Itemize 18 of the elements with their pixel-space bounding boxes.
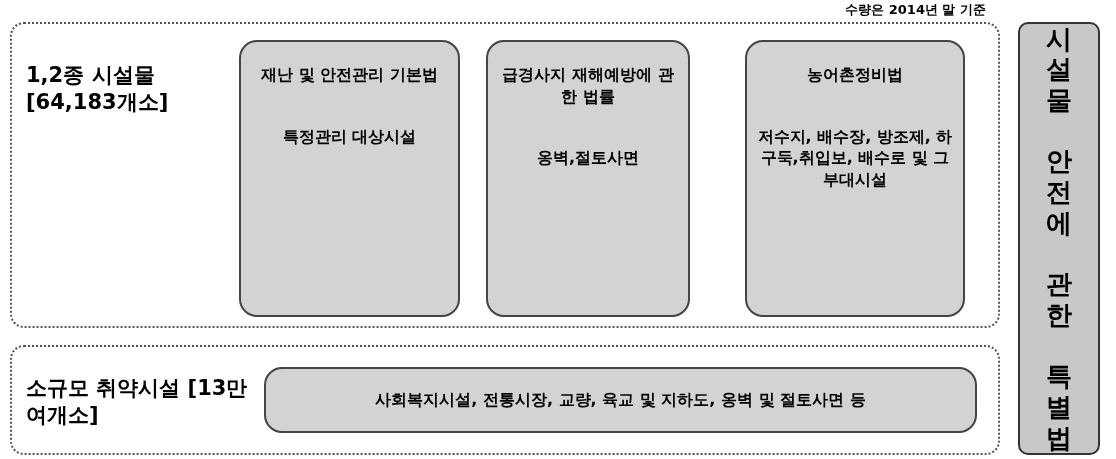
group-heading: 소규모 취약시설 [13만 여개소] [26, 375, 249, 430]
law-name: 재난 및 안전관리 기본법 [261, 64, 438, 86]
facility-list: 저수지, 배수장, 방조제, 하구둑,취입보, 배수로 및 그 부대시설 [755, 125, 955, 191]
vertical-title: 시설물 안전에 관한 특별법 [1046, 23, 1072, 454]
group-frame [10, 345, 1000, 455]
law-box [264, 367, 977, 433]
group-frame [10, 22, 1000, 328]
law-name: 농어촌정비법 [807, 64, 903, 86]
law-name: 급경사지 재해예방에 관한 법률 [501, 64, 675, 108]
group-heading: 1,2종 시설물 [64,183개소] [26, 62, 170, 117]
law-banner [1018, 22, 1100, 455]
note-text: 수량은 2014년 말 기준 [845, 1, 986, 19]
law-box [745, 40, 965, 317]
law-box [239, 40, 460, 317]
facility-list: 옹벽,절토사면 [536, 147, 640, 169]
law-box [486, 40, 690, 317]
facility-list: 사회복지시설, 전통시장, 교량, 육교 및 지하도, 옹벽 및 절토사면 등 [375, 389, 866, 411]
facility-list: 특정관리 대상시설 [282, 125, 417, 148]
